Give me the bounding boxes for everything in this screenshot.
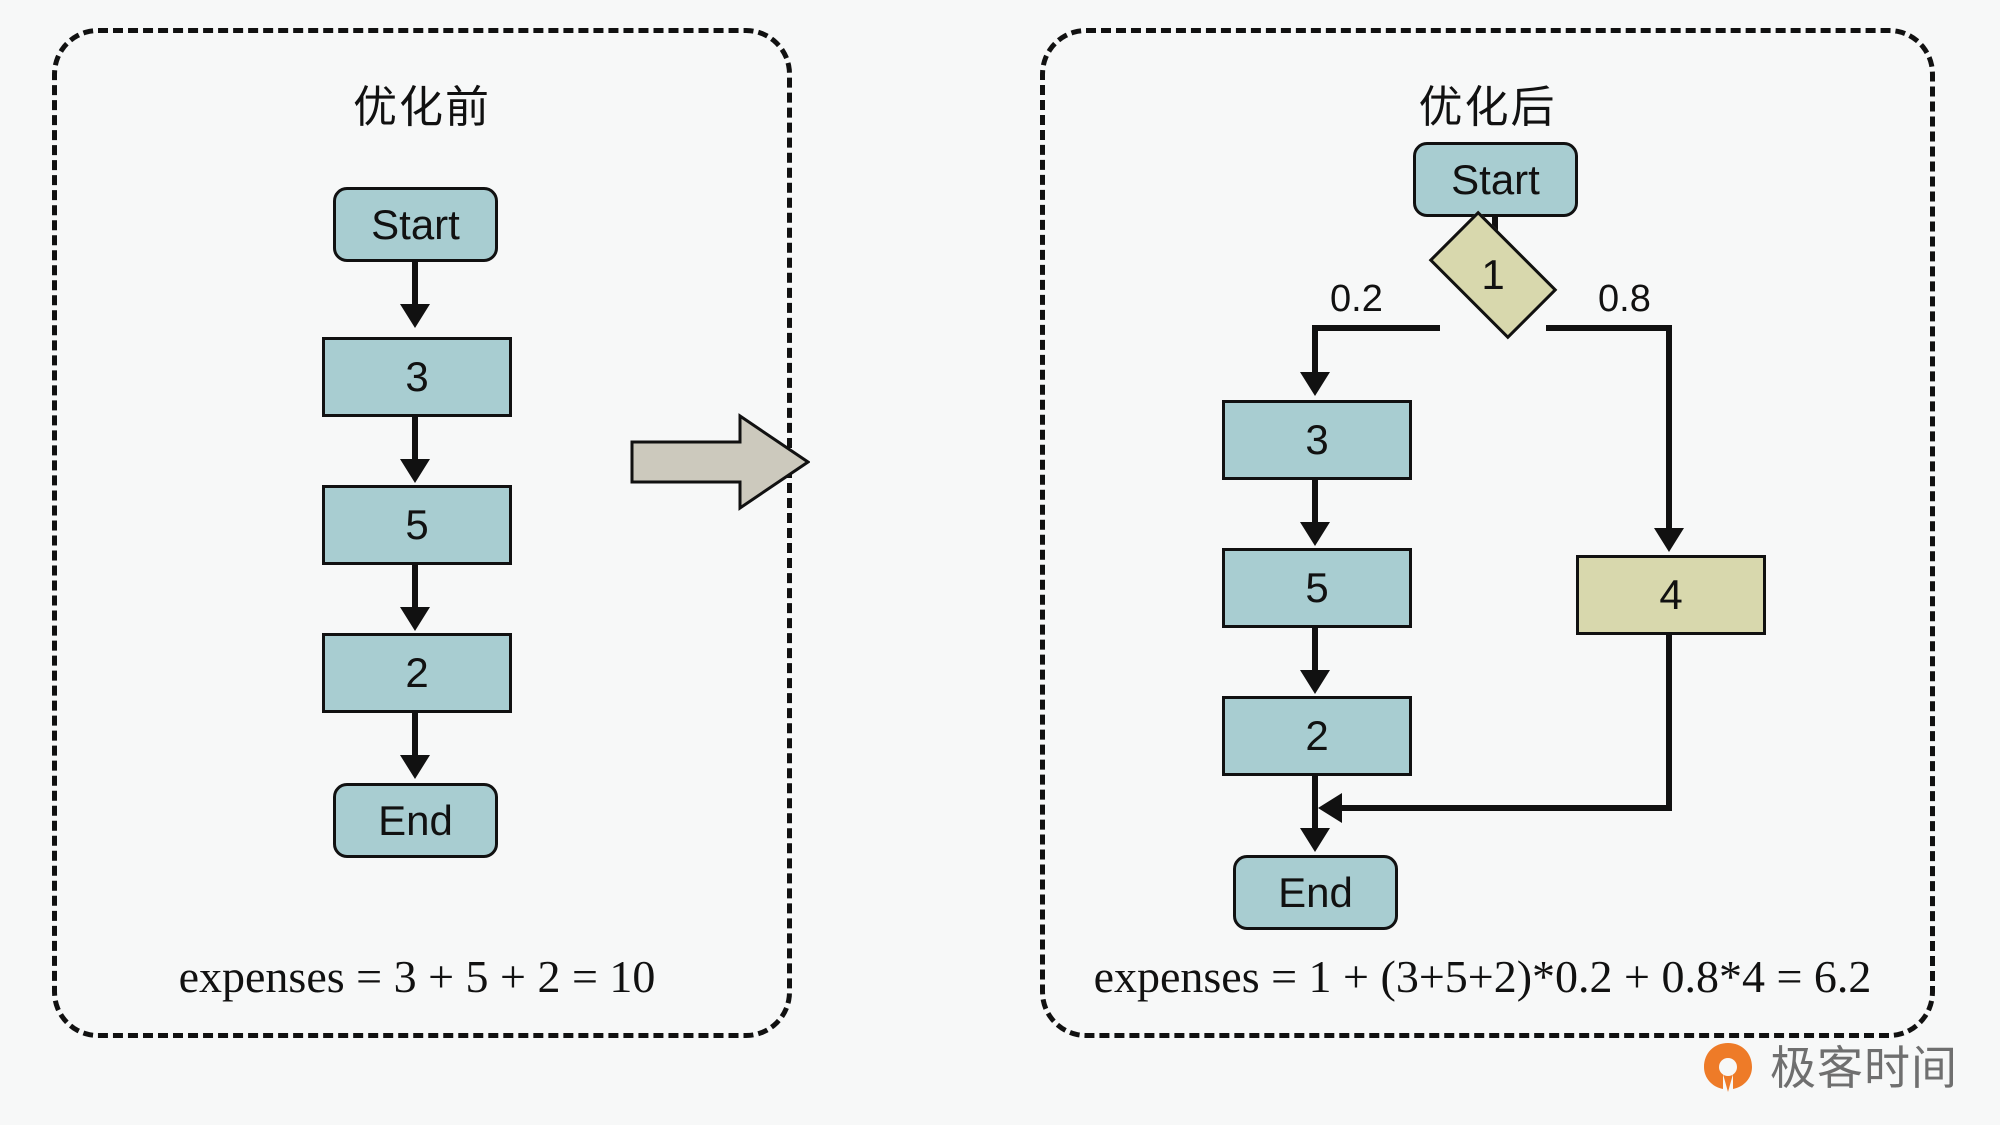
- after-edge-3-5-line: [1312, 480, 1318, 532]
- after-node-3: 3: [1222, 400, 1412, 480]
- after-edge-label-0-2: 0.2: [1330, 278, 1383, 320]
- before-node-start: Start: [333, 187, 498, 262]
- after-edge-2-end-arrowhead: [1300, 828, 1330, 852]
- before-node-2-label: 2: [405, 649, 429, 696]
- before-edge-5-2-line: [412, 565, 418, 617]
- after-node-4-label: 4: [1659, 571, 1683, 618]
- after-node-3-label: 3: [1305, 416, 1329, 463]
- panel-before: 优化前: [52, 28, 792, 1038]
- before-node-end-label: End: [378, 796, 453, 844]
- before-edge-start-3-line: [412, 262, 418, 314]
- after-edge-decision-3-arrowhead: [1300, 372, 1330, 396]
- after-edge-4-end-vline: [1666, 635, 1672, 808]
- after-node-start-label: Start: [1451, 155, 1540, 203]
- geekbang-logo-icon: [1700, 1040, 1756, 1096]
- before-edge-start-3-arrowhead: [400, 304, 430, 328]
- after-edge-4-end-hline: [1330, 805, 1672, 811]
- after-edge-decision-4-arrowhead: [1654, 528, 1684, 552]
- after-edge-decision-4-hline: [1546, 325, 1672, 331]
- panel-before-title: 优化前: [353, 82, 491, 133]
- after-edge-label-0-8: 0.8: [1598, 278, 1651, 320]
- before-edge-2-end-line: [412, 713, 418, 765]
- after-edge-5-2-line: [1312, 628, 1318, 680]
- after-edge-2-end-line: [1312, 776, 1318, 838]
- after-edge-4-end-arrowhead: [1318, 793, 1342, 823]
- before-node-end: End: [333, 783, 498, 858]
- before-edge-2-end-arrowhead: [400, 755, 430, 779]
- after-node-end: End: [1233, 855, 1398, 930]
- transition-arrow-icon: [630, 412, 811, 512]
- before-edge-3-5-arrowhead: [400, 459, 430, 483]
- before-node-2: 2: [322, 633, 512, 713]
- after-node-4: 4: [1576, 555, 1766, 635]
- after-formula: expenses = 1 + (3+5+2)*0.2 + 0.8*4 = 6.2: [1093, 951, 1872, 1002]
- after-node-5: 5: [1222, 548, 1412, 628]
- after-edge-5-2-arrowhead: [1300, 670, 1330, 694]
- panel-after: 优化后: [1040, 28, 1935, 1038]
- after-node-decision: 1: [1428, 210, 1558, 340]
- after-node-5-label: 5: [1305, 564, 1329, 611]
- after-node-end-label: End: [1278, 868, 1353, 916]
- panel-after-title: 优化后: [1418, 82, 1557, 133]
- before-formula: expenses = 3 + 5 + 2 = 10: [178, 951, 656, 1002]
- after-node-start: Start: [1413, 142, 1578, 217]
- before-edge-3-5-line: [412, 417, 418, 469]
- after-edge-decision-3-vline: [1312, 325, 1318, 383]
- before-edge-5-2-arrowhead: [400, 607, 430, 631]
- before-node-5: 5: [322, 485, 512, 565]
- after-edge-3-5-arrowhead: [1300, 522, 1330, 546]
- watermark-text: 极客时间: [1770, 1041, 1958, 1095]
- after-node-2: 2: [1222, 696, 1412, 776]
- before-node-start-label: Start: [371, 200, 460, 248]
- after-node-decision-label: 1: [1481, 251, 1505, 298]
- watermark-logo: 极客时间: [1700, 1040, 1958, 1096]
- after-edge-decision-4-vline: [1666, 325, 1672, 540]
- before-node-3-label: 3: [405, 353, 429, 400]
- before-node-3: 3: [322, 337, 512, 417]
- after-edge-decision-3-hline: [1312, 325, 1440, 331]
- after-node-2-label: 2: [1305, 712, 1329, 759]
- before-node-5-label: 5: [405, 501, 429, 548]
